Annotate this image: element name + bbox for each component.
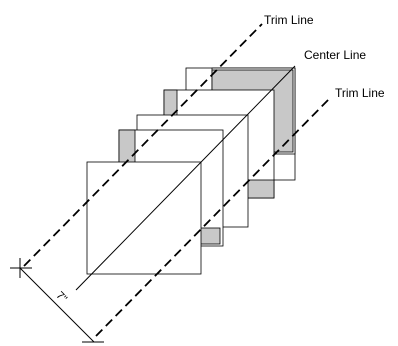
dimension-line [19, 267, 95, 343]
trim-line-bottom-label: Trim Line [335, 86, 385, 100]
center-line-label: Center Line [304, 48, 366, 62]
center-line [75, 65, 296, 291]
trim-line-top-label: Trim Line [264, 13, 314, 27]
dimension-label: 7" [54, 290, 70, 306]
width-dimension [10, 258, 104, 343]
square-layer-5 [86, 161, 202, 275]
trim-line-top [23, 23, 263, 267]
square-stack [86, 67, 296, 275]
